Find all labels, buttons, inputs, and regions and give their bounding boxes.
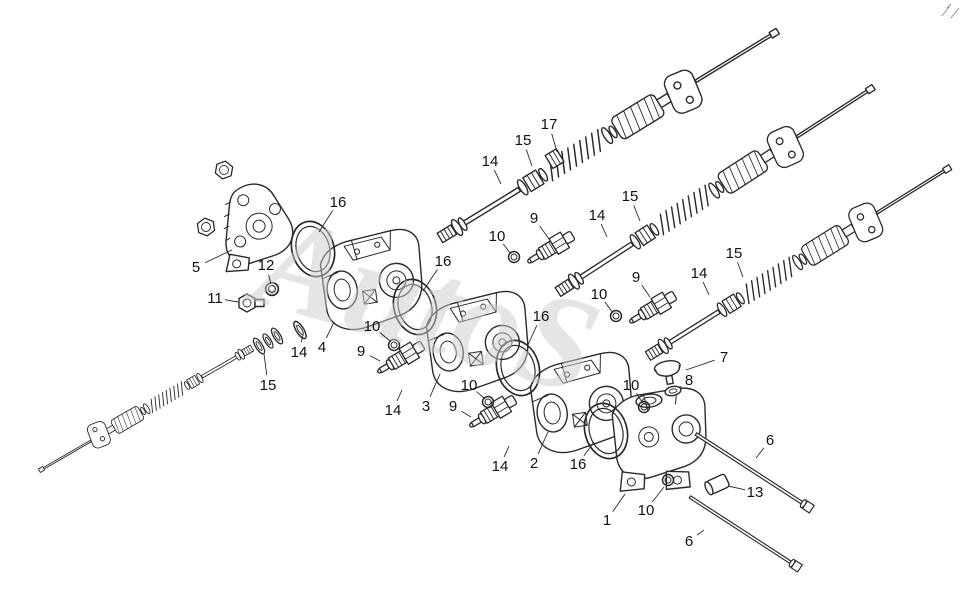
hex-nut-upper <box>213 159 235 181</box>
callout-2: 2 <box>530 455 538 472</box>
callout-6: 6 <box>766 432 774 449</box>
callout-15: 15 <box>726 245 743 262</box>
cap-13 <box>704 473 730 496</box>
callout-leader-14 <box>503 445 510 458</box>
callout-9: 9 <box>357 343 365 360</box>
callout-leader-10 <box>476 391 486 400</box>
callout-leader-10 <box>651 486 665 503</box>
callout-11: 11 <box>207 290 223 307</box>
spool-assembly-section-2 <box>637 151 963 376</box>
callout-16: 16 <box>435 253 452 270</box>
callout-14: 14 <box>492 458 509 475</box>
callout-leader-15 <box>633 205 641 222</box>
callout-leader-1 <box>612 493 626 513</box>
callout-leader-15 <box>737 262 744 278</box>
hex-nut-lower <box>196 216 216 238</box>
callout-7: 7 <box>720 349 728 366</box>
locknut-17 <box>544 148 565 170</box>
callout-12: 12 <box>258 257 275 274</box>
callout-9: 9 <box>530 210 538 227</box>
callout-leader-14 <box>493 169 502 185</box>
watermark: AutoS <box>235 184 615 424</box>
callout-leader-4 <box>325 321 335 339</box>
callout-leader-10 <box>636 393 643 403</box>
callout-leader-8 <box>678 385 682 389</box>
callout-leader-9 <box>641 284 651 298</box>
callout-9: 9 <box>449 398 457 415</box>
callout-leader-9 <box>369 355 381 362</box>
callout-leader-12 <box>268 274 272 285</box>
callout-13: 13 <box>747 484 764 501</box>
callout-9: 9 <box>632 269 640 286</box>
spool-assembly-section-4 <box>428 13 792 260</box>
callout-10: 10 <box>364 318 381 335</box>
callout-leader-10 <box>502 243 512 255</box>
callout-leader-10 <box>379 332 391 342</box>
callout-4: 4 <box>318 339 326 356</box>
callout-leader-15 <box>525 149 533 167</box>
callout-14: 14 <box>691 265 708 282</box>
callout-leader-9 <box>461 410 472 418</box>
callout-14: 14 <box>589 207 606 224</box>
callout-15: 15 <box>622 188 639 205</box>
callout-leader-14 <box>300 334 304 343</box>
callout-leader-17 <box>551 133 558 153</box>
callout-16: 16 <box>533 308 550 325</box>
callout-leader-16 <box>583 441 595 457</box>
end-section-1 <box>609 385 714 495</box>
callout-leader-14 <box>396 389 403 402</box>
callout-10: 10 <box>591 286 608 303</box>
callout-leader-5 <box>204 249 233 264</box>
callout-14: 14 <box>291 344 308 361</box>
callout-leader-9 <box>539 225 550 240</box>
callout-leader-13 <box>727 485 746 491</box>
corner-mark <box>941 3 960 19</box>
callout-leader-6 <box>755 447 765 459</box>
callout-leader-15 <box>263 353 268 376</box>
callout-10: 10 <box>489 228 506 245</box>
callout-1: 1 <box>603 512 611 529</box>
callout-leader-7 <box>685 359 715 371</box>
callout-leader-16 <box>318 210 334 233</box>
callout-6: 6 <box>685 533 693 550</box>
tie-rod-6-lower <box>687 492 803 573</box>
breather-plug-7 <box>653 360 681 386</box>
callout-8: 8 <box>685 372 693 389</box>
plug-11 <box>238 293 265 313</box>
callout-leader-2 <box>537 431 549 455</box>
callout-10: 10 <box>623 377 640 394</box>
callout-3: 3 <box>422 398 430 415</box>
callout-leader-11 <box>224 299 239 303</box>
callout-15: 15 <box>515 132 532 149</box>
callout-17: 17 <box>541 116 558 133</box>
callout-leader-16 <box>527 324 538 346</box>
callout-14: 14 <box>482 153 499 170</box>
washer-8 <box>664 385 682 397</box>
callout-leader-14 <box>702 281 710 296</box>
cartridge-9-b <box>624 286 680 331</box>
callout-leader-10 <box>604 301 614 314</box>
spool-assembly-left-end <box>31 334 259 482</box>
callout-16: 16 <box>570 456 587 473</box>
callout-5: 5 <box>192 259 200 276</box>
callout-15: 15 <box>260 377 277 394</box>
callout-leader-16 <box>422 269 438 292</box>
callout-leader-6 <box>696 529 705 536</box>
callout-10: 10 <box>638 502 655 519</box>
callout-leader-3 <box>429 373 441 398</box>
callout-16: 16 <box>330 194 347 211</box>
callout-10: 10 <box>461 377 478 394</box>
callout-leader-14 <box>600 223 608 238</box>
callout-14: 14 <box>385 402 402 419</box>
